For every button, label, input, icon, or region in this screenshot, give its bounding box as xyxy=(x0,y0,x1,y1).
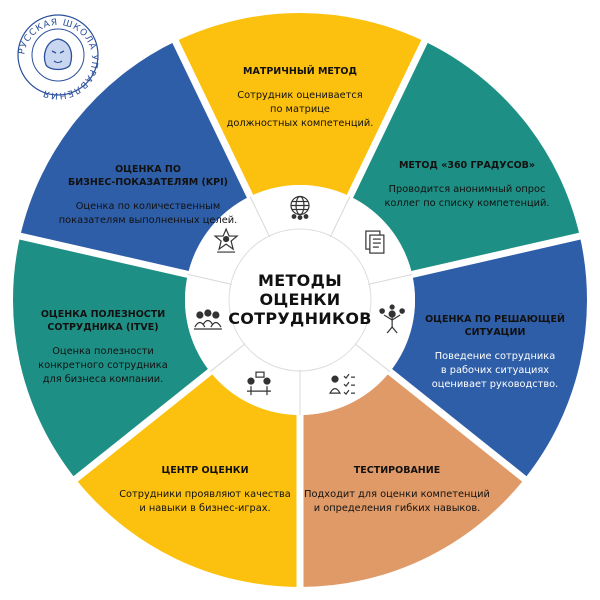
kpi-badge-icon xyxy=(213,227,239,253)
segment-description: Сотрудники проявляют качества xyxy=(119,489,291,500)
center-hub: МЕТОДЫ ОЦЕНКИ СОТРУДНИКОВ xyxy=(228,230,372,370)
segment-title: ОЦЕНКА ПО РЕШАЮЩЕЙ xyxy=(425,313,565,325)
segment-title: ЦЕНТР ОЦЕНКИ xyxy=(161,465,248,476)
segment-title: СИТУАЦИИ xyxy=(465,327,526,338)
team-icon xyxy=(193,309,222,330)
segment-kpi xyxy=(20,41,251,275)
ring-divider xyxy=(329,196,351,238)
segment-title: БИЗНЕС-ПОКАЗАТЕЛЯМ (KPI) xyxy=(68,177,228,188)
segment-description: Подходит для оценки компетенций xyxy=(304,489,490,500)
segment-description: должностных компетенций. xyxy=(227,118,374,129)
segment-description: для бизнеса компании. xyxy=(43,374,164,385)
segment-situation xyxy=(389,236,587,479)
meeting-icon xyxy=(246,371,271,396)
center-title-line-1: МЕТОДЫ xyxy=(258,271,342,290)
school-logo: РУССКАЯ ШКОЛА УПРАВЛЕНИЯ xyxy=(17,14,99,100)
segment-itve xyxy=(12,236,211,479)
segment-title: СОТРУДНИКА (ITVE) xyxy=(47,322,158,333)
segment-description: Оценка по количественным xyxy=(76,201,221,212)
segment-title: ТЕСТИРОВАНИЕ xyxy=(354,465,440,476)
checklist-person-icon xyxy=(328,373,356,396)
segment-description: и определения гибких навыков. xyxy=(314,503,480,514)
segment-360 xyxy=(349,41,580,275)
segment-title: ОЦЕНКА ПОЛЕЗНОСТИ xyxy=(41,309,165,320)
segment-title: МАТРИЧНЫЙ МЕТОД xyxy=(243,65,357,77)
document-icon xyxy=(365,230,385,254)
segment-description: показателям выполненных целей. xyxy=(59,215,237,226)
segment-title: МЕТОД «360 ГРАДУСОВ» xyxy=(399,160,535,171)
segment-description: и навыки в бизнес-играх. xyxy=(139,503,270,514)
segment-matrix xyxy=(175,13,425,197)
center-title-line-3: СОТРУДНИКОВ xyxy=(228,309,372,328)
segment-description: конкретного сотрудника xyxy=(38,360,167,371)
segment-testing xyxy=(300,371,525,587)
ring-divider xyxy=(249,196,271,238)
segment-description: Поведение сотрудника xyxy=(435,351,555,362)
segment-center xyxy=(75,371,300,587)
ring-divider xyxy=(354,343,391,373)
segment-description: коллег по списку компетенций. xyxy=(384,198,549,209)
juggler-icon xyxy=(379,304,405,334)
segment-description: оценивает руководство. xyxy=(432,379,559,390)
lion-emblem-icon xyxy=(43,38,73,71)
ring-divider xyxy=(187,273,232,285)
segment-description: Оценка полезности xyxy=(52,346,154,357)
segment-description: по матрице xyxy=(270,104,330,115)
ring-divider xyxy=(209,343,246,373)
segment-description: Проводится анонимный опрос xyxy=(389,184,546,195)
segment-description: в рабочих ситуациях xyxy=(441,365,549,376)
globe-network-icon xyxy=(290,195,310,220)
center-title-line-2: ОЦЕНКИ xyxy=(259,290,340,309)
segment-description: Сотрудник оценивается xyxy=(237,90,362,101)
segment-title: ОЦЕНКА ПО xyxy=(115,164,181,175)
ring-divider xyxy=(368,273,413,285)
